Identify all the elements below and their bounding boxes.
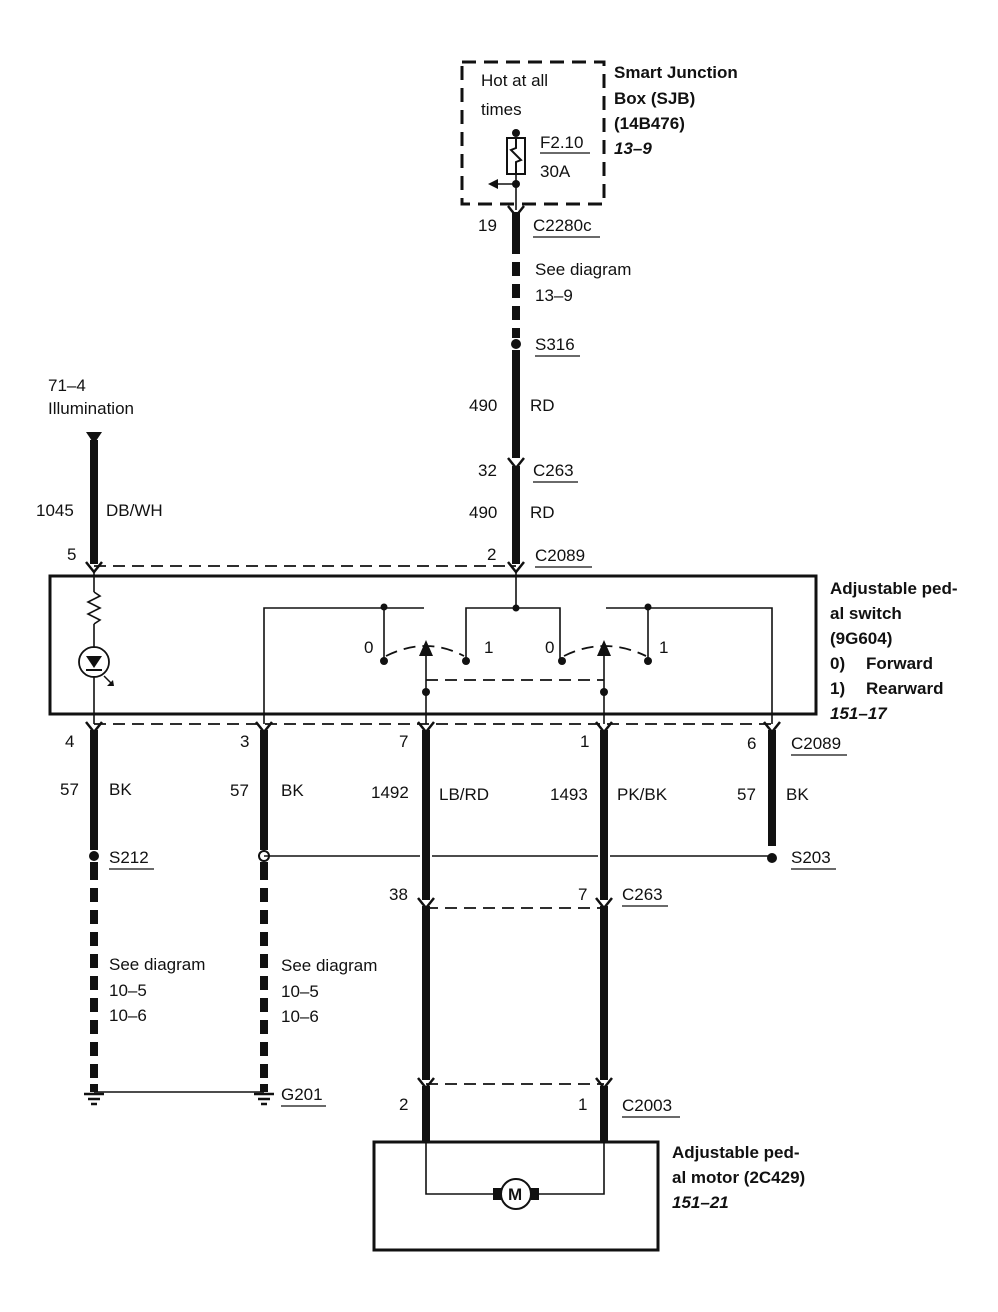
- w3-color: LB/RD: [439, 785, 489, 804]
- splice-left: S212: [109, 848, 149, 867]
- switch-box: [48, 574, 818, 716]
- w5-pin: 6: [747, 734, 756, 753]
- sjb-ref: 13–9: [614, 139, 652, 158]
- see-left-2: 10–5: [109, 981, 147, 1000]
- bottom-connector: C2089: [791, 734, 841, 753]
- c2003-pin-a: 2: [399, 1095, 408, 1114]
- motor-title-line2: al motor (2C429): [672, 1168, 805, 1187]
- switch-title-line1: Adjustable ped-: [830, 579, 958, 598]
- illum-ref: 71–4: [48, 376, 86, 395]
- c2003-pin-b: 1: [578, 1095, 587, 1114]
- switch-pos-b1: 1: [659, 638, 668, 657]
- motor-title-line1: Adjustable ped-: [672, 1143, 800, 1162]
- top-connector2: C263: [533, 461, 574, 480]
- top-circuit2: 490: [469, 503, 497, 522]
- top-see-line1: See diagram: [535, 260, 631, 279]
- ground-label: G201: [281, 1085, 323, 1104]
- w2-pin: 3: [240, 732, 249, 751]
- motor-box: [372, 1140, 660, 1252]
- top-pin3: 2: [487, 545, 496, 564]
- see-mid-2: 10–5: [281, 982, 319, 1001]
- c263-pin-a: 38: [389, 885, 408, 904]
- w2-color: BK: [281, 781, 304, 800]
- splice-right: S203: [791, 848, 831, 867]
- switch-title-line2: al switch: [830, 604, 902, 623]
- sjb-hot-line2: times: [481, 100, 522, 119]
- fuse-rating: 30A: [540, 162, 571, 181]
- see-left-3: 10–6: [109, 1006, 147, 1025]
- illum-pin: 5: [67, 545, 76, 564]
- top-wire: [507, 205, 525, 608]
- sjb-title-line1: Smart Junction: [614, 63, 738, 82]
- fuse-symbol: [488, 129, 526, 210]
- w4-color: PK/BK: [617, 785, 668, 804]
- switch-pos-b0: 0: [545, 638, 554, 657]
- fuse-id: F2.10: [540, 133, 583, 152]
- sjb-hot-line1: Hot at all: [481, 71, 548, 90]
- w4-circuit: 1493: [550, 785, 588, 804]
- w5-circuit: 57: [737, 785, 756, 804]
- w1-pin: 4: [65, 732, 74, 751]
- w1-circuit: 57: [60, 780, 79, 799]
- motor-ref: 151–21: [672, 1193, 729, 1212]
- motor-symbol: M: [508, 1185, 522, 1204]
- c263-pin-b: 7: [578, 885, 587, 904]
- illum-color: DB/WH: [106, 501, 163, 520]
- sjb-title-line2: Box (SJB): [614, 89, 695, 108]
- w4-pin: 1: [580, 732, 589, 751]
- illum-wire: [78, 432, 114, 724]
- illum-circuit: 1045: [36, 501, 74, 520]
- switch-internals: [263, 603, 773, 724]
- switch-opt0-label: Forward: [866, 654, 933, 673]
- top-splice: S316: [535, 335, 575, 354]
- see-mid-3: 10–6: [281, 1007, 319, 1026]
- bottom-wires: [84, 721, 781, 1142]
- see-mid-1: See diagram: [281, 956, 377, 975]
- w3-pin: 7: [399, 732, 408, 751]
- switch-pos-a1: 1: [484, 638, 493, 657]
- sjb-title-line3: (14B476): [614, 114, 685, 133]
- top-color2: RD: [530, 503, 555, 522]
- c2003-label: C2003: [622, 1096, 672, 1115]
- top-connector: C2280c: [533, 216, 592, 235]
- switch-title-line3: (9G604): [830, 629, 892, 648]
- w3-circuit: 1492: [371, 783, 409, 802]
- top-pin2: 32: [478, 461, 497, 480]
- sjb-box: [460, 60, 606, 206]
- switch-pos-a0: 0: [364, 638, 373, 657]
- switch-opt1-label: Rearward: [866, 679, 943, 698]
- see-left-1: See diagram: [109, 955, 205, 974]
- c263-label: C263: [622, 885, 663, 904]
- top-see-line2: 13–9: [535, 286, 573, 305]
- w1-color: BK: [109, 780, 132, 799]
- illum-label: Illumination: [48, 399, 134, 418]
- w2-circuit: 57: [230, 781, 249, 800]
- top-circuit1: 490: [469, 396, 497, 415]
- top-color1: RD: [530, 396, 555, 415]
- w5-color: BK: [786, 785, 809, 804]
- switch-ref: 151–17: [830, 704, 888, 723]
- switch-opt0-num: 0): [830, 654, 845, 673]
- switch-opt1-num: 1): [830, 679, 845, 698]
- motor-internals: [425, 1142, 605, 1210]
- top-connector3: C2089: [535, 546, 585, 565]
- top-pin: 19: [478, 216, 497, 235]
